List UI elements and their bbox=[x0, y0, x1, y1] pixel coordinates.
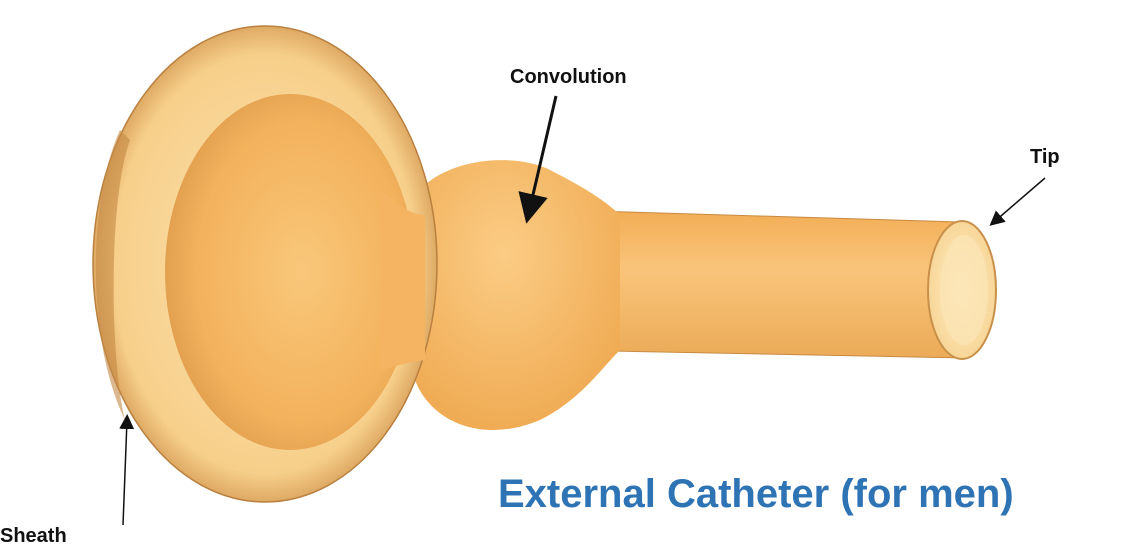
sheath-label: Sheath bbox=[0, 525, 67, 548]
tip-arrow bbox=[994, 178, 1045, 222]
convolution-arrow bbox=[529, 96, 556, 212]
sheath-arrow bbox=[123, 420, 127, 525]
diagram-title: External Catheter (for men) bbox=[498, 472, 1014, 517]
convolution-label: Convolution bbox=[510, 66, 627, 89]
tip-label: Tip bbox=[1030, 146, 1060, 169]
